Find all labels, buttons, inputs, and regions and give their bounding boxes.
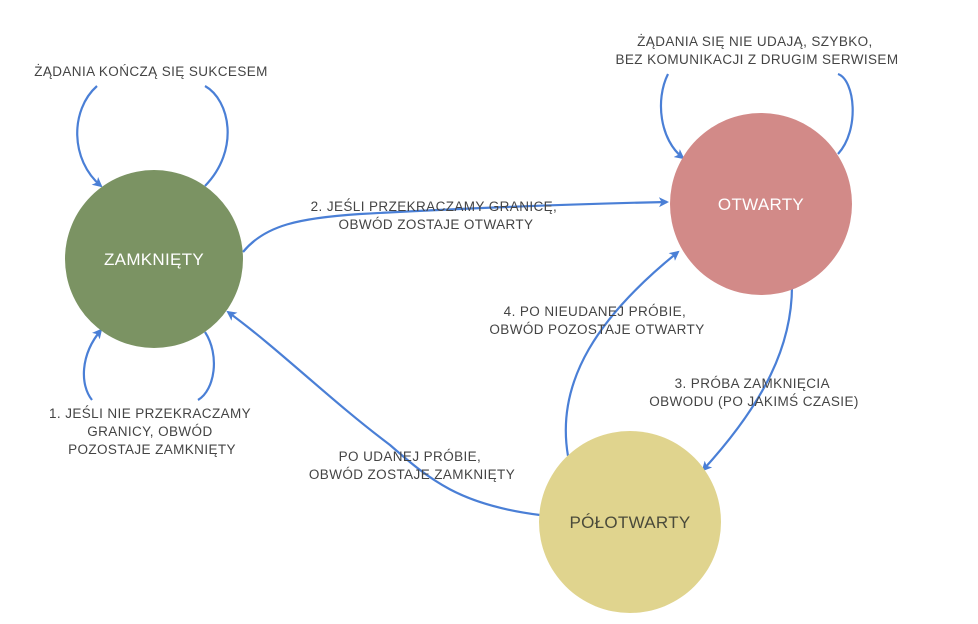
closed-to-open-label: 2. JEŚLI PRZEKRACZAMY GRANICĘ, OBWÓD ZOS… xyxy=(311,199,562,232)
label-line: PO UDANEJ PRÓBIE, xyxy=(339,449,482,464)
open-to-half-open-arrow xyxy=(701,285,794,472)
state-closed-label: ZAMKNIĘTY xyxy=(104,250,204,269)
label-line: ŻĄDANIA KOŃCZĄ SIĘ SUKCESEM xyxy=(34,64,268,79)
label-line: ŻĄDANIA SIĘ NIE UDAJĄ, SZYBKO, xyxy=(637,34,873,49)
label-line: 2. JEŚLI PRZEKRACZAMY GRANICĘ, xyxy=(311,199,558,214)
state-half-open: PÓŁOTWARTY xyxy=(539,431,721,613)
label-line: OBWÓD POZOSTAJE OTWARTY xyxy=(489,322,704,337)
closed-to-open-arrow xyxy=(242,197,669,253)
label-line: BEZ KOMUNIKACJI Z DRUGIM SERWISEM xyxy=(616,52,899,67)
open-to-half-open-label: 3. PRÓBA ZAMKNIĘCIA OBWODU (PO JAKIMŚ CZ… xyxy=(649,376,859,409)
half-open-to-closed-arrow xyxy=(226,310,541,517)
closed-self-loop-bottom-arrow xyxy=(82,330,216,401)
state-half-open-label: PÓŁOTWARTY xyxy=(569,513,690,532)
label-line: OBWÓD ZOSTAJE OTWARTY xyxy=(339,217,534,232)
label-line: GRANICY, OBWÓD xyxy=(87,424,212,439)
state-closed-circle xyxy=(65,170,243,348)
closed-self-loop-top-arrow xyxy=(76,85,229,186)
state-half-open-circle xyxy=(539,431,721,613)
label-line: POZOSTAJE ZAMKNIĘTY xyxy=(68,442,236,457)
state-closed: ZAMKNIĘTY xyxy=(65,170,243,348)
open-self-loop-top-arrow xyxy=(659,72,854,158)
half-open-to-closed-label: PO UDANEJ PRÓBIE, OBWÓD ZOSTAJE ZAMKNIĘT… xyxy=(309,449,515,482)
closed-self-top-label: ŻĄDANIA KOŃCZĄ SIĘ SUKCESEM xyxy=(34,64,268,79)
open-self-top-label: ŻĄDANIA SIĘ NIE UDAJĄ, SZYBKO, BEZ KOMUN… xyxy=(616,34,899,67)
label-line: OBWÓD ZOSTAJE ZAMKNIĘTY xyxy=(309,467,515,482)
state-open-circle xyxy=(670,113,852,295)
label-line: 3. PRÓBA ZAMKNIĘCIA xyxy=(675,376,830,391)
closed-self-bottom-label: 1. JEŚLI NIE PRZEKRACZAMY GRANICY, OBWÓD… xyxy=(49,406,255,457)
state-open: OTWARTY xyxy=(670,113,852,295)
label-line: 1. JEŚLI NIE PRZEKRACZAMY xyxy=(49,406,251,421)
label-line: OBWODU (PO JAKIMŚ CZASIE) xyxy=(649,394,859,409)
label-line: 4. PO NIEUDANEJ PRÓBIE, xyxy=(504,304,687,319)
half-open-to-open-label: 4. PO NIEUDANEJ PRÓBIE, OBWÓD POZOSTAJE … xyxy=(489,304,704,337)
half-open-to-open-arrow xyxy=(564,250,680,457)
state-open-label: OTWARTY xyxy=(718,195,804,214)
